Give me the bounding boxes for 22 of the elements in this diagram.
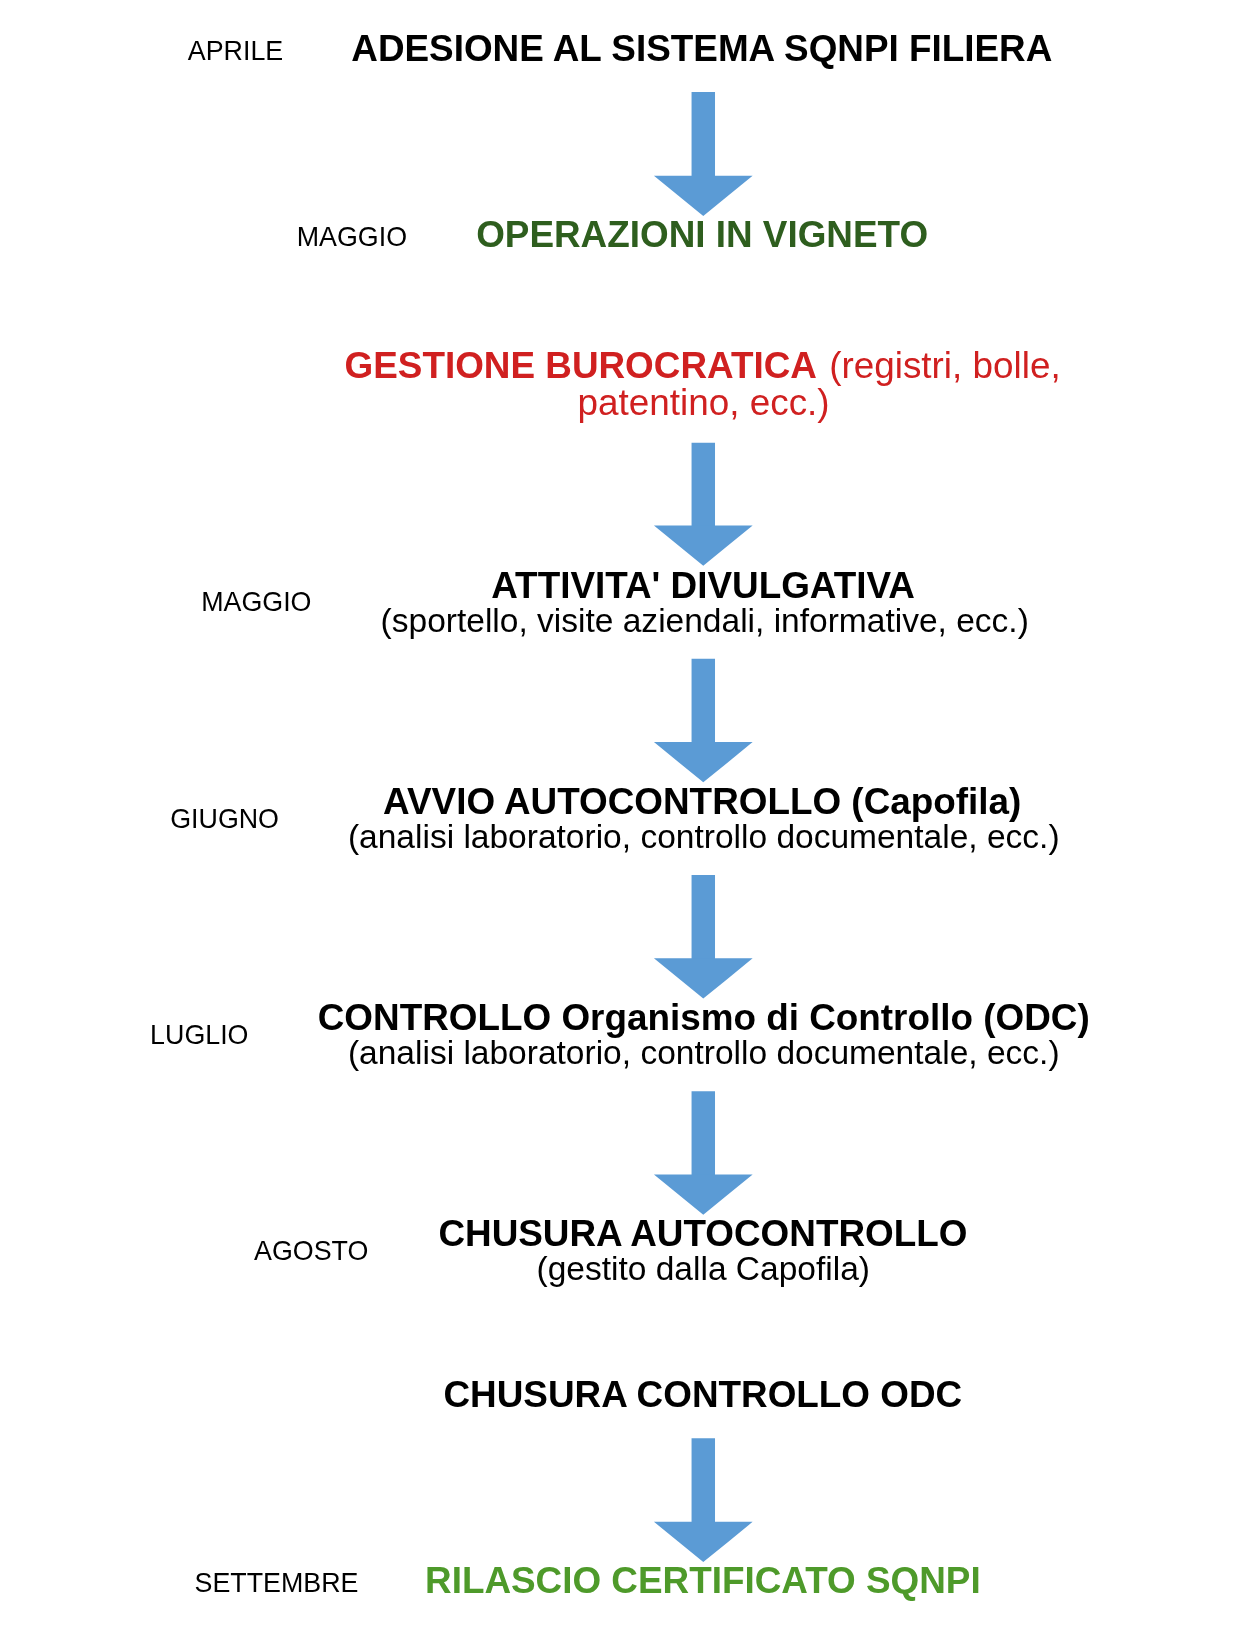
arrow (653, 92, 753, 217)
node-label: LUGLIO (149, 1019, 248, 1050)
node-text: CONTROLLO Organismo di Controllo (ODC) (analisi laboratorio, controllo documentale, ecc.) (317, 997, 1090, 1072)
node-text: RILASCIO CERTIFICATO SQNPI (424, 1560, 981, 1602)
node-label: MAGGIO (296, 221, 407, 252)
node-label: GIUGNO (169, 803, 279, 834)
node-text: GESTIONE BUROCRATICA (registri, bolle, patentino, ecc.) (344, 344, 1061, 423)
arrow (653, 658, 753, 783)
node-text: CHUSURA AUTOCONTROLLO (gestito dalla Capofila) (437, 1213, 967, 1288)
arrow (653, 1091, 753, 1215)
node-label: AGOSTO (253, 1236, 368, 1267)
arrow (653, 1438, 753, 1563)
node-label: APRILE (187, 35, 283, 66)
node-label: MAGGIO (200, 587, 311, 618)
node-text: OPERAZIONI IN VIGNETO (475, 214, 928, 256)
node-text: AVVIO AUTOCONTROLLO (Capofila) (analisi laboratorio, controllo documentale, ecc.) (347, 780, 1060, 855)
node-text: ADESIONE AL SISTEMA SQNPI FILIERA (350, 28, 1052, 70)
node-text: ATTIVITA' DIVULGATIVA (sportello, visite aziendali, informative, ecc.) (380, 564, 1029, 639)
node-text: CHUSURA CONTROLLO ODC (442, 1374, 962, 1416)
arrow (653, 874, 753, 999)
arrow (653, 442, 753, 566)
node-label: SETTEMBRE (194, 1567, 358, 1598)
